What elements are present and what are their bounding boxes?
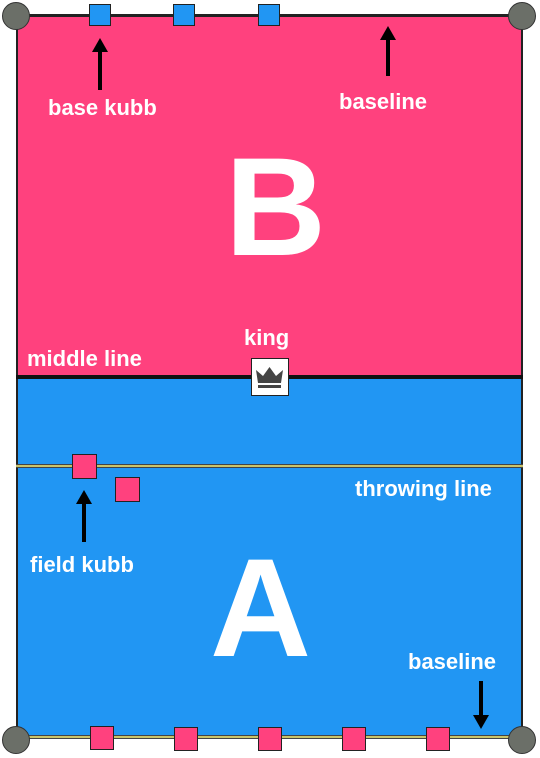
baseline-top-label: baseline (339, 89, 428, 114)
corner-stake-icon (2, 726, 30, 754)
field-kubb (72, 454, 97, 479)
baseline-bottom-label: baseline (408, 649, 497, 674)
base-kubb-a (426, 727, 450, 751)
crown-icon (256, 367, 283, 388)
base-kubb-a (258, 727, 282, 751)
corner-stake-icon (2, 2, 30, 30)
corner-stake-icon (508, 2, 536, 30)
throwing-line-label: throwing line (355, 476, 492, 501)
king-piece (251, 358, 289, 396)
field-kubb-label: field kubb (30, 552, 134, 577)
team-b-letter: B (225, 128, 327, 285)
base-kubb-b (89, 4, 111, 26)
base-kubb-label: base kubb (48, 95, 157, 120)
arrow-up-icon (76, 490, 92, 542)
base-kubb-a (90, 726, 114, 750)
corner-stake-icon (508, 726, 536, 754)
field-kubb (115, 477, 140, 502)
throwing-line (16, 464, 523, 468)
team-a-letter: A (210, 529, 312, 686)
base-kubb-b (258, 4, 280, 26)
base-kubb-b (173, 4, 195, 26)
arrow-up-icon (380, 26, 396, 76)
base-kubb-a (174, 727, 198, 751)
team-a-half (16, 377, 523, 739)
middle-line-label: middle line (27, 346, 142, 371)
king-label: king (244, 325, 290, 350)
arrow-up-icon (92, 38, 108, 90)
base-kubb-a (342, 727, 366, 751)
arrow-down-icon (473, 681, 489, 729)
